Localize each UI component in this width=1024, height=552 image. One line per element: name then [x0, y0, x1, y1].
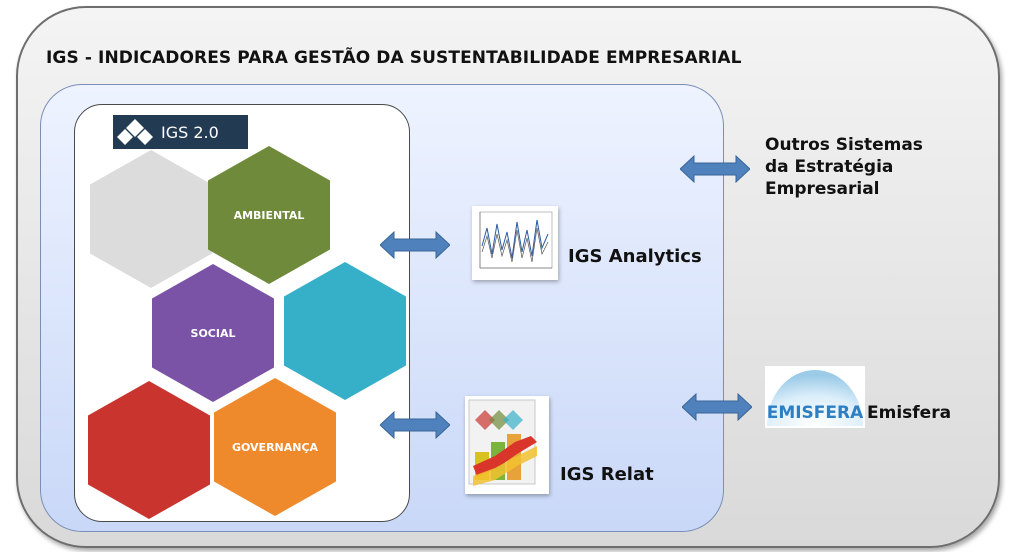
double-arrow-icon	[380, 410, 450, 440]
outros-line-3: Empresarial	[765, 179, 880, 199]
diamond-logo-icon	[117, 119, 153, 145]
outros-sistemas-label: Outros Sistemas da Estratégia Empresaria…	[765, 134, 923, 200]
emisfera-logo-text: EMISFERA	[767, 403, 864, 423]
double-arrow-icon	[680, 154, 750, 184]
igs-analytics-label: IGS Analytics	[568, 246, 702, 267]
hexagon-social-label: SOCIAL	[190, 326, 236, 340]
igs-analytics-thumbnail	[472, 206, 558, 280]
emisfera-label: Emisfera	[867, 403, 952, 423]
outros-line-1: Outros Sistemas	[765, 135, 923, 155]
igs-relat-thumbnail	[465, 396, 549, 494]
hexagon-teal	[284, 262, 406, 400]
double-arrow-icon	[380, 230, 450, 260]
double-arrow-icon	[682, 392, 752, 422]
igs-relat-label: IGS Relat	[560, 464, 654, 485]
igs-badge: IGS 2.0	[113, 115, 248, 149]
igs-badge-label: IGS 2.0	[161, 122, 219, 142]
line-chart-icon	[479, 211, 553, 269]
bar-chart-icon	[468, 399, 537, 486]
emisfera-logo: EMISFERA	[765, 366, 865, 428]
hexagon-governanca-label: GOVERNANÇA	[231, 440, 319, 454]
outros-line-2: da Estratégia	[765, 157, 894, 177]
diagram-title: IGS - INDICADORES PARA GESTÃO DA SUSTENT…	[46, 48, 742, 68]
hexagon-ambiental-label: AMBIENTAL	[233, 208, 305, 222]
